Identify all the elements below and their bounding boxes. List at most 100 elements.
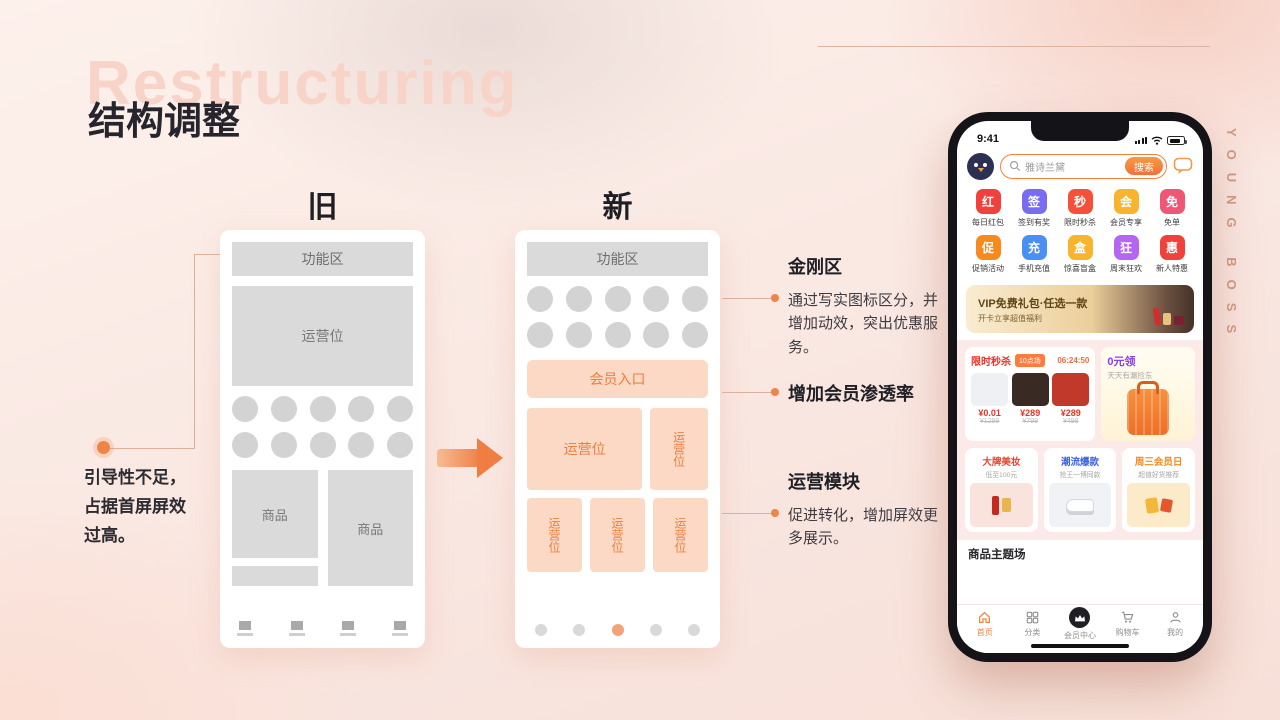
- quick-entry[interactable]: 盒惊喜盲盒: [1057, 235, 1103, 274]
- product-original-price: ¥498: [1062, 418, 1079, 425]
- phone-recharge-icon: 充: [1021, 235, 1047, 260]
- operation-row: 运营位 运营位: [527, 408, 708, 490]
- annotation-dot: [771, 388, 779, 396]
- signal-icon: [1134, 136, 1147, 145]
- quick-entry-label: 每日红包: [972, 218, 1004, 227]
- quick-entry[interactable]: 充手机充值: [1011, 235, 1057, 274]
- cosmetics-image: [970, 483, 1033, 527]
- connector-line: [194, 254, 220, 255]
- connector-line: [722, 513, 774, 514]
- avatar-eye: [974, 162, 978, 167]
- icon-placeholder: [527, 286, 553, 312]
- annotation-title: 运营模块: [788, 472, 860, 492]
- search-input[interactable]: 雅诗兰黛 搜索: [1000, 153, 1167, 179]
- quick-entry-label: 惊喜盲盒: [1064, 264, 1096, 273]
- watermark-text: Restructuring: [86, 49, 519, 118]
- side-vertical-text: YOUNG BOSS: [1224, 128, 1239, 347]
- message-icon[interactable]: [1173, 157, 1193, 175]
- vip-banner-image: [1152, 307, 1184, 326]
- flash-sale-badge: 10点场: [1015, 354, 1045, 367]
- feature-card-subtitle: 超值好货推荐: [1138, 472, 1180, 479]
- page-title: 结构调整: [88, 101, 241, 143]
- status-bar: 9:41: [957, 121, 1203, 147]
- tab-cart[interactable]: 购物车: [1104, 610, 1152, 638]
- feature-card-subtitle: 低至100元: [985, 472, 1018, 479]
- phone-mockup: 9:41: [948, 112, 1212, 662]
- icon-placeholder: [643, 286, 670, 312]
- user-avatar[interactable]: [967, 152, 994, 180]
- operation-small-row: 运营位 运营位 运营位: [527, 498, 708, 572]
- connector-line: [722, 392, 774, 393]
- feature-card[interactable]: 周三会员日 超值好货推荐: [1122, 448, 1196, 532]
- decor-shape: [1159, 497, 1173, 513]
- function-area-block: 功能区: [232, 242, 413, 276]
- tab-label: 我的: [1167, 628, 1184, 637]
- product-original-price: ¥799: [1022, 418, 1038, 425]
- vip-banner[interactable]: VIP免费礼包·任选一款 开卡立享超值福利: [966, 285, 1194, 333]
- vip-banner-title: VIP免费礼包·任选一款: [978, 297, 1088, 310]
- flash-sale-card[interactable]: 限时秒杀 10点场 06:24:50 ¥0.01 ¥1299: [965, 347, 1096, 441]
- weekend-carnival-icon: 狂: [1113, 235, 1139, 260]
- quick-entry[interactable]: 狂周末狂欢: [1103, 235, 1149, 274]
- quick-entry[interactable]: 会会员专享: [1103, 189, 1149, 228]
- annotation-dot: [97, 441, 110, 454]
- operation-slot-block: 运营位: [590, 498, 645, 572]
- quick-entry[interactable]: 签签到有奖: [1011, 189, 1057, 228]
- red-packet-icon: 红: [975, 189, 1001, 214]
- tab-category[interactable]: 分类: [1009, 610, 1057, 638]
- icon-placeholder: [565, 322, 592, 348]
- phone-screen: 9:41: [957, 121, 1203, 653]
- status-time: 9:41: [977, 133, 1000, 145]
- product-row: 商品 商品: [232, 470, 413, 586]
- tab-profile[interactable]: 我的: [1151, 610, 1199, 638]
- flash-product[interactable]: ¥289 ¥799: [1011, 373, 1049, 425]
- quick-entry[interactable]: 秒限时秒杀: [1057, 189, 1103, 228]
- connector-line: [722, 298, 774, 299]
- icon-placeholder-row: [527, 286, 708, 312]
- quick-entry-label: 免单: [1164, 218, 1180, 227]
- quick-entry-label: 促销活动: [972, 264, 1004, 273]
- quick-entry[interactable]: 红每日红包: [965, 189, 1011, 228]
- operation-slot-block: 运营位: [527, 408, 643, 490]
- product-price: ¥289: [1060, 408, 1081, 418]
- feature-card[interactable]: 潮流爆款 抢王一博同款: [1043, 448, 1117, 532]
- feature-card-title: 周三会员日: [1134, 457, 1183, 468]
- annotation-member: 增加会员渗透率: [771, 380, 914, 406]
- tab-placeholder: [236, 621, 254, 636]
- transition-arrow-icon: [437, 438, 507, 478]
- feature-card[interactable]: 大牌美妆 低至100元: [965, 448, 1038, 532]
- icon-placeholder: [527, 322, 553, 348]
- zero-yuan-card[interactable]: 0元领 天天有漏捡东: [1101, 347, 1195, 441]
- connector-line: [194, 254, 195, 448]
- quick-entry[interactable]: 免免单: [1149, 189, 1195, 228]
- operation-slot-block: 运营位: [653, 498, 708, 572]
- icon-placeholder: [604, 286, 631, 312]
- search-button[interactable]: 搜索: [1125, 157, 1163, 175]
- quick-entry[interactable]: 促促销活动: [965, 235, 1011, 274]
- tab-label: 首页: [976, 628, 993, 637]
- avatar-eye: [983, 162, 987, 167]
- zero-yuan-title: 0元领: [1107, 356, 1136, 368]
- tab-placeholder: [339, 621, 357, 636]
- flash-product[interactable]: ¥0.01 ¥1299: [971, 373, 1009, 425]
- icon-placeholder: [682, 286, 708, 312]
- flash-product[interactable]: ¥289 ¥498: [1052, 373, 1090, 425]
- quick-entry[interactable]: 惠新人特惠: [1149, 235, 1195, 274]
- tab-label: 分类: [1024, 628, 1041, 637]
- connector-line: [110, 448, 195, 449]
- tab-member-center[interactable]: 会员中心: [1056, 607, 1104, 641]
- decor-shape: [1174, 316, 1184, 325]
- snacks-image: [1127, 483, 1191, 527]
- member-center-badge: [1069, 607, 1091, 628]
- icon-placeholder: [348, 396, 375, 422]
- promo-zone: 限时秒杀 10点场 06:24:50 ¥0.01 ¥1299: [957, 340, 1203, 540]
- home-indicator[interactable]: [1031, 644, 1129, 648]
- wifi-icon: [1151, 136, 1163, 145]
- icon-placeholder: [348, 432, 375, 458]
- home-icon: [979, 611, 991, 623]
- decor-shape: [1144, 496, 1159, 514]
- icon-placeholder-row: [232, 432, 413, 458]
- decor-shape: [1163, 313, 1171, 325]
- tab-home[interactable]: 首页: [961, 610, 1009, 638]
